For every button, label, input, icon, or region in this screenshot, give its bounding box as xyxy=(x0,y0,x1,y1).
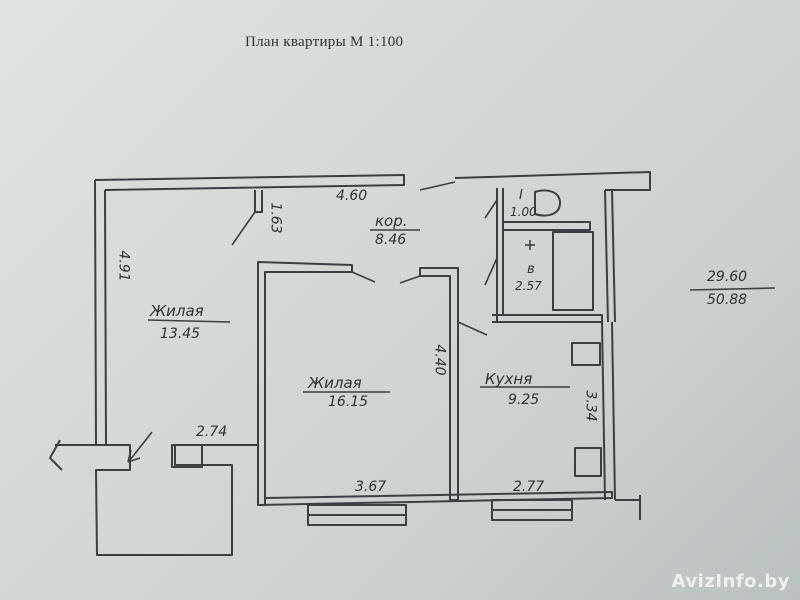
wall-center-right xyxy=(419,267,459,501)
balcony-door xyxy=(171,444,203,468)
watermark: AvizInfo.by xyxy=(671,571,790,592)
toilet-fixture xyxy=(534,189,561,217)
kitchen-sink xyxy=(571,342,601,366)
wall-top-left xyxy=(94,174,405,191)
room-name-kitchen: Кухня xyxy=(485,370,533,388)
total-area: 50.88 xyxy=(707,292,748,308)
wall-kitchen-top xyxy=(492,314,603,323)
dim-center-height: 4.40 xyxy=(431,344,448,376)
balcony xyxy=(55,444,258,556)
room-name-bathroom: в xyxy=(527,262,535,277)
door-swing-left-room xyxy=(351,271,376,283)
dim-kitchen-width: 2.77 xyxy=(513,479,545,495)
door-swing-toilet xyxy=(484,199,498,219)
room-area-living-center: 16.15 xyxy=(328,394,369,410)
room-name-living-left: Жилая xyxy=(150,302,204,320)
dim-top-width: 4.60 xyxy=(336,188,368,204)
balcony-arrow-head xyxy=(127,449,141,463)
balcony-break xyxy=(49,439,63,471)
dim-closet-depth: 1.63 xyxy=(267,202,284,234)
door-swing-center xyxy=(399,275,421,284)
room-name-toilet: I xyxy=(519,188,523,203)
closet-partition xyxy=(254,190,263,213)
wall-bottom xyxy=(257,491,613,506)
dim-tick-right xyxy=(615,495,641,520)
wall-top-right xyxy=(454,171,651,191)
dim-kitchen-height: 3.34 xyxy=(582,390,599,422)
total-living-area: 29.60 xyxy=(707,269,748,285)
stove xyxy=(574,447,602,477)
balcony-arrow xyxy=(129,431,153,461)
room-name-corridor: кор. xyxy=(375,212,408,230)
dim-center-width: 3.67 xyxy=(355,479,387,495)
room-area-toilet: 1.00 xyxy=(510,205,537,219)
plan-title: План квартиры М 1:100 xyxy=(245,34,404,50)
room-area-corridor: 8.46 xyxy=(375,232,407,248)
door-swing-closet xyxy=(231,211,256,246)
room-area-bathroom: 2.57 xyxy=(515,279,542,293)
door-swing-corridor xyxy=(419,181,456,191)
dim-left-height: 4.91 xyxy=(115,250,132,282)
room-area-kitchen: 9.25 xyxy=(508,392,540,408)
wall-left xyxy=(94,179,107,446)
wall-right-outer xyxy=(604,189,616,323)
wall-kitchen-right xyxy=(601,321,616,501)
bathroom-walls xyxy=(496,188,504,322)
door-swing-bath xyxy=(484,257,498,286)
bathtub xyxy=(552,231,594,311)
dim-balcony-width: 2.74 xyxy=(196,424,228,440)
wall-bath-divider xyxy=(503,221,591,231)
door-swing-kitchen xyxy=(457,321,488,336)
room-area-living-left: 13.45 xyxy=(160,326,201,342)
room-name-living-center: Жилая xyxy=(308,374,362,392)
